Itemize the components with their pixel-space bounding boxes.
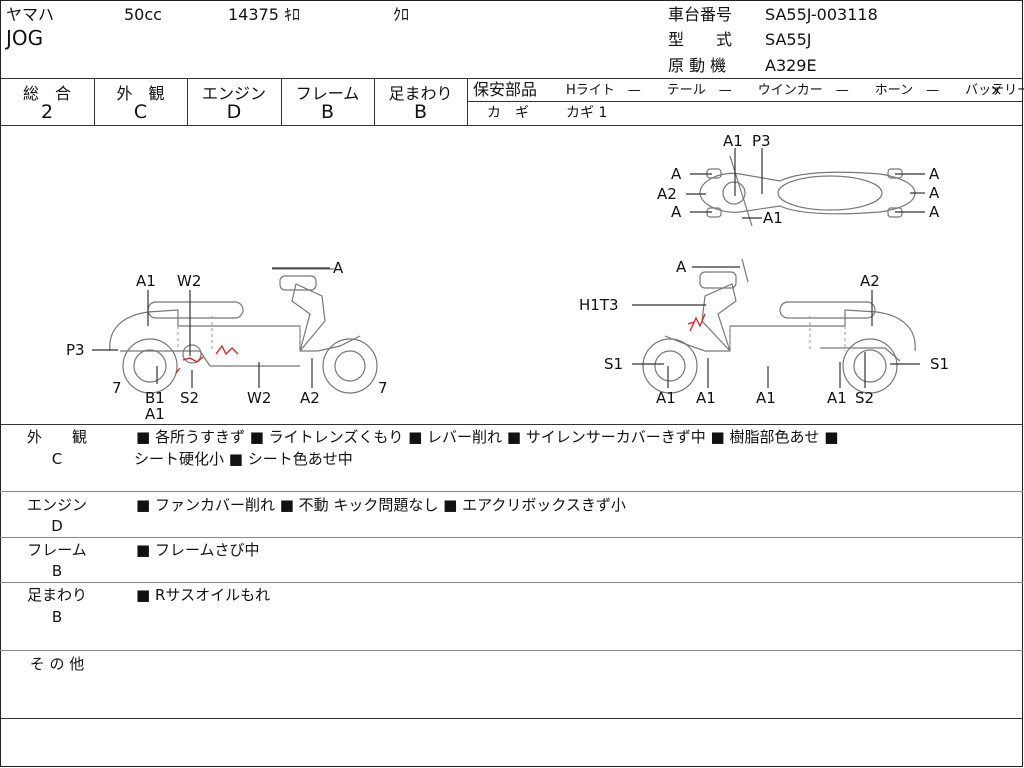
diagram-label: A1 (145, 405, 165, 423)
engine-value: A329E (765, 56, 817, 75)
note-text-exterior: シート硬化小 ■ シート色あせ中 (134, 450, 353, 468)
diagram-label: A1 (723, 132, 743, 150)
note-category-engine: エンジン (26, 496, 87, 514)
divider (468, 101, 1023, 102)
diagram-label: A1 (827, 389, 847, 407)
divider (94, 78, 95, 125)
grade-suspension: B (413, 101, 428, 123)
diagram-label: A (929, 203, 940, 221)
grade-engine: D (226, 101, 242, 123)
frame-no: SA55J-003118 (765, 5, 878, 24)
right-leader-lines (632, 266, 920, 388)
color: ｸﾛ (393, 5, 410, 24)
safety-label: 保安部品 (473, 80, 538, 99)
diagram-label: H1T3 (579, 296, 619, 314)
divider (187, 78, 188, 125)
divider (0, 582, 1023, 583)
left-leader-lines (92, 267, 330, 388)
diagram-label: A1 (763, 209, 783, 227)
frame-no-label: 車台番号 (668, 5, 733, 24)
diagram-label: S2 (855, 389, 874, 407)
divider (281, 78, 282, 125)
diagram-label: A2 (657, 185, 677, 203)
diagram-label: A1 (136, 272, 156, 290)
divider (467, 78, 468, 125)
diagram-label: P3 (66, 341, 85, 359)
mileage: 14375 ｷﾛ (228, 5, 300, 24)
note-text-engine: ■ ファンカバー削れ ■ 不動 キック問題なし ■ エアクリボックスきず小 (136, 496, 626, 514)
note-text-suspension: ■ Rサスオイルもれ (136, 586, 271, 604)
diagram-label: 7 (112, 379, 122, 397)
right-scooter-drawing (642, 258, 916, 394)
divider (0, 424, 1023, 425)
note-category-other: そ の 他 (29, 655, 85, 673)
type-value: SA55J (765, 30, 812, 49)
grade-header-total: 総 合 (22, 84, 71, 103)
diagram-label: A1 (756, 389, 776, 407)
diagram-label: A1 (696, 389, 716, 407)
type-label: 型 式 (668, 30, 733, 49)
note-grade-frame: B (51, 562, 63, 580)
diagram-label: A (929, 165, 940, 183)
divider (0, 718, 1023, 719)
divider (374, 78, 375, 125)
grade-total: 2 (40, 101, 54, 123)
diagram-label: B1 (145, 389, 165, 407)
damage-diagram: A1 W2 A P3 7 B1 A1 S2 W2 A2 7 A A2 H1T3 … (66, 132, 949, 423)
divider (0, 650, 1023, 651)
grade-header-frame: フレーム (295, 84, 360, 103)
grade-frame: B (320, 101, 335, 123)
note-text-frame: ■ フレームさび中 (136, 541, 260, 559)
divider (0, 125, 1023, 126)
divider (0, 491, 1023, 492)
grade-header-suspension: 足まわり (388, 84, 453, 103)
divider (0, 537, 1023, 538)
grade-header-exterior: 外 観 (116, 84, 165, 103)
diagram-label: A (671, 165, 682, 183)
maker: ヤマハ (6, 5, 55, 24)
key-label: カ ギ (487, 105, 529, 121)
note-grade-exterior: C (51, 450, 63, 468)
note-text-exterior: ■ 各所うすきず ■ ライトレンズくもり ■ レバー削れ ■ サイレンサーカバー… (136, 428, 839, 446)
diagram-label: P3 (752, 132, 771, 150)
diagram-label: A2 (860, 272, 880, 290)
top-scooter-drawing (699, 155, 916, 227)
diagram-label: A (671, 203, 682, 221)
diagram-label: A (676, 258, 687, 276)
diagram-label: S2 (180, 389, 199, 407)
displacement: 50cc (124, 5, 162, 24)
battery-mark: × (990, 81, 1003, 99)
diagram-label: 7 (378, 379, 388, 397)
diagram-label: W2 (177, 272, 201, 290)
diagram-label: S1 (930, 355, 949, 373)
key-value: カギ 1 (566, 105, 608, 121)
top-leader-lines (686, 148, 925, 219)
model-name: JOG (6, 26, 44, 50)
engine-label: 原 動 機 (668, 56, 727, 75)
grade-exterior: C (133, 101, 148, 123)
grade-header-engine: エンジン (201, 84, 266, 103)
diagram-label: A2 (300, 389, 320, 407)
diagram-label: W2 (247, 389, 271, 407)
note-category-suspension: 足まわり (26, 586, 87, 604)
note-grade-engine: D (51, 517, 63, 535)
diagram-label: A (929, 184, 940, 202)
divider (0, 78, 1023, 79)
diagram-label: A1 (656, 389, 676, 407)
note-category-exterior: 外 観 (26, 428, 87, 446)
note-grade-suspension: B (51, 608, 63, 626)
note-category-frame: フレーム (27, 541, 87, 559)
diagram-label: A (333, 259, 344, 277)
safety-items: Hライト — テール — ウインカー — ホーン — バッテリー (566, 83, 1024, 98)
diagram-label: S1 (604, 355, 623, 373)
